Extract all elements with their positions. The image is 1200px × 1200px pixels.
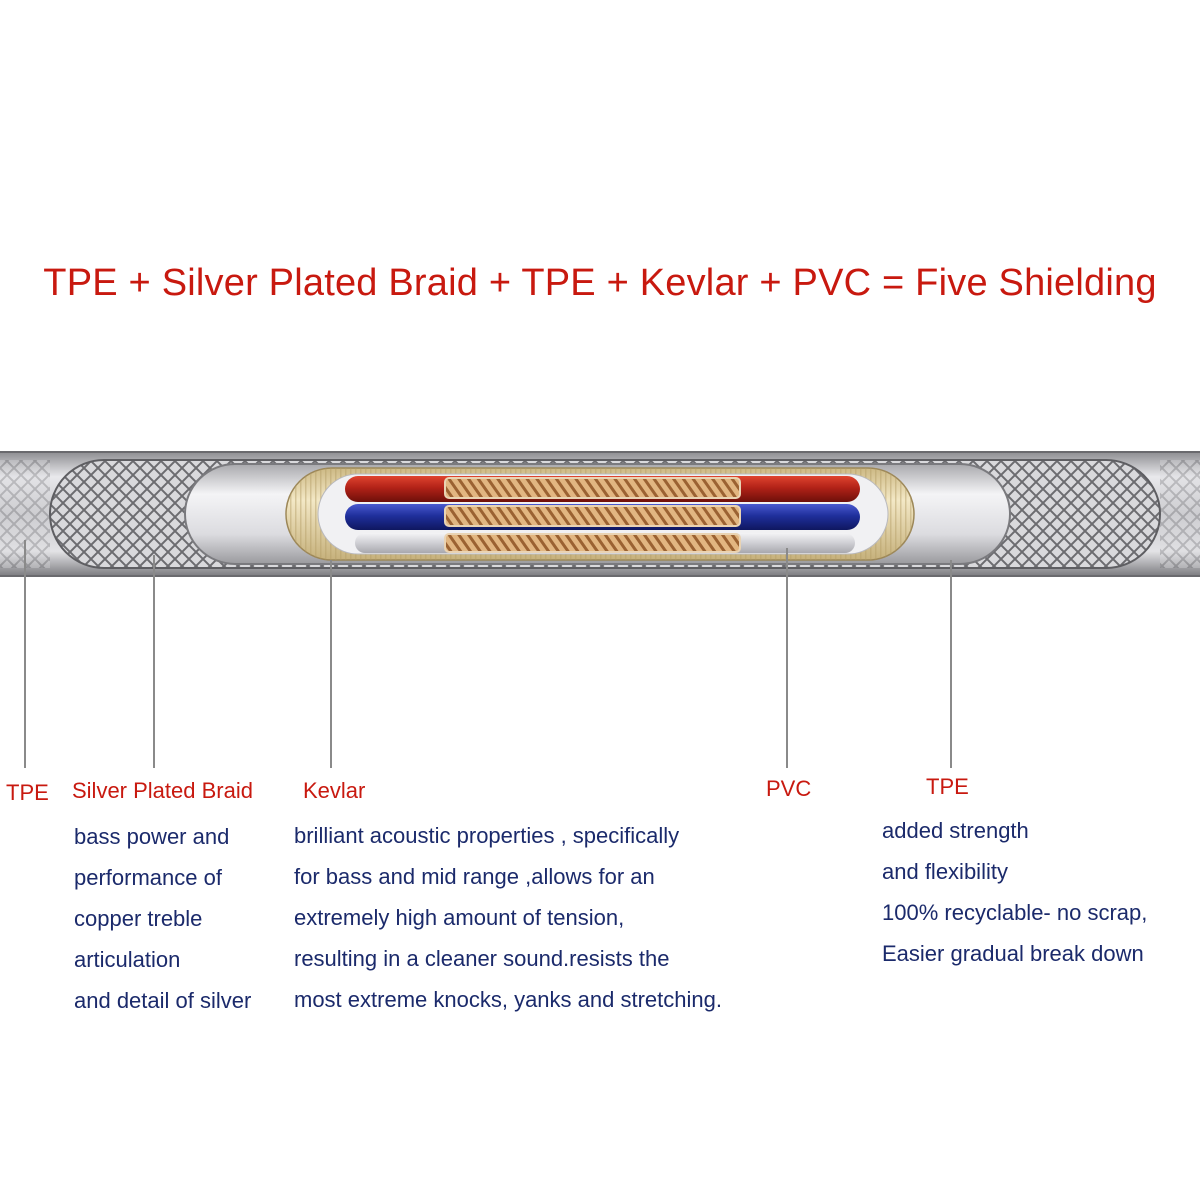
description-line: articulation (74, 947, 181, 972)
description-tpe-inner: added strength and flexibility 100% recy… (882, 810, 1147, 974)
label-silver-braid: Silver Plated Braid (72, 778, 253, 803)
description-line: 100% recyclable- no scrap, (882, 900, 1148, 925)
description-line: extremely high amount of tension, (294, 905, 625, 930)
description-line: for bass and mid range ,allows for an (294, 864, 655, 889)
description-line: most extreme knocks, yanks and stretchin… (294, 987, 722, 1012)
leader-line-tpe-inner (950, 560, 952, 768)
headline: TPE + Silver Plated Braid + TPE + Kevlar… (43, 262, 1157, 304)
description-line: resulting in a cleaner sound.resists the (294, 946, 670, 971)
label-kevlar: Kevlar (303, 778, 366, 803)
label-pvc: PVC (766, 776, 812, 801)
description-silver-braid: bass power and performance of copper tre… (74, 816, 251, 1021)
copper-conductor-2 (444, 505, 741, 527)
description-line: performance of (74, 865, 222, 890)
description-line: copper treble (74, 906, 203, 931)
label-tpe-outer: TPE (6, 780, 49, 805)
description-line: brilliant acoustic properties , specific… (294, 823, 680, 848)
description-line: and detail of silver (74, 988, 252, 1013)
description-line: and flexibility (882, 859, 1008, 884)
description-line: Easier gradual break down (882, 941, 1144, 966)
leader-line-pvc (786, 548, 788, 768)
leader-line-kevlar (330, 560, 332, 768)
cable-cross-section-illustration (0, 451, 1200, 577)
label-tpe-inner: TPE (926, 774, 969, 799)
description-kevlar: brilliant acoustic properties , specific… (294, 815, 722, 1020)
leader-line-tpe-outer (24, 540, 26, 768)
copper-conductor-1 (444, 477, 741, 499)
description-line: added strength (882, 818, 1029, 843)
copper-conductor-3 (444, 533, 741, 553)
description-line: bass power and (74, 824, 230, 849)
leader-line-silver-braid (153, 555, 155, 768)
